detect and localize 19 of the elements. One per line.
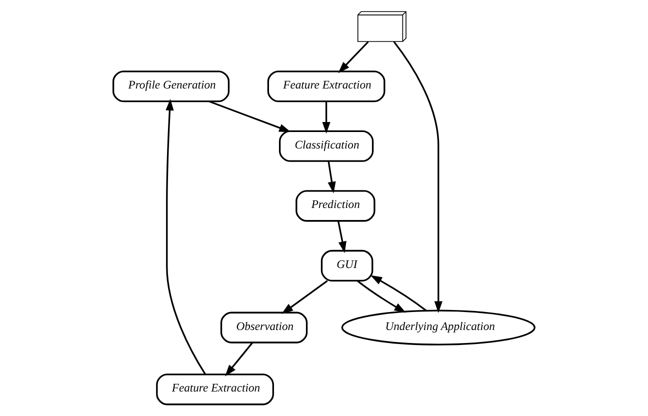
- node-box: GUI: [320, 250, 374, 282]
- arrow: [337, 220, 346, 254]
- node-box: Feature Extraction: [156, 374, 274, 406]
- node-box: Profile Generation: [112, 70, 230, 102]
- arrow: [166, 98, 206, 375]
- arrow: [393, 41, 442, 313]
- arrow: [282, 280, 328, 314]
- arrow: [224, 342, 254, 376]
- arrow: [338, 41, 369, 74]
- node-ellipse: Underlying Application: [341, 310, 536, 346]
- arrow: [370, 275, 427, 312]
- arrow: [208, 100, 291, 132]
- node-box: Feature Extraction: [267, 70, 386, 102]
- node-box: Classification: [278, 130, 374, 162]
- node-box: Observation: [220, 312, 308, 344]
- arrow: [328, 161, 336, 194]
- arrow: [322, 102, 330, 134]
- node-box: Prediction: [296, 190, 376, 222]
- arrow: [356, 280, 406, 313]
